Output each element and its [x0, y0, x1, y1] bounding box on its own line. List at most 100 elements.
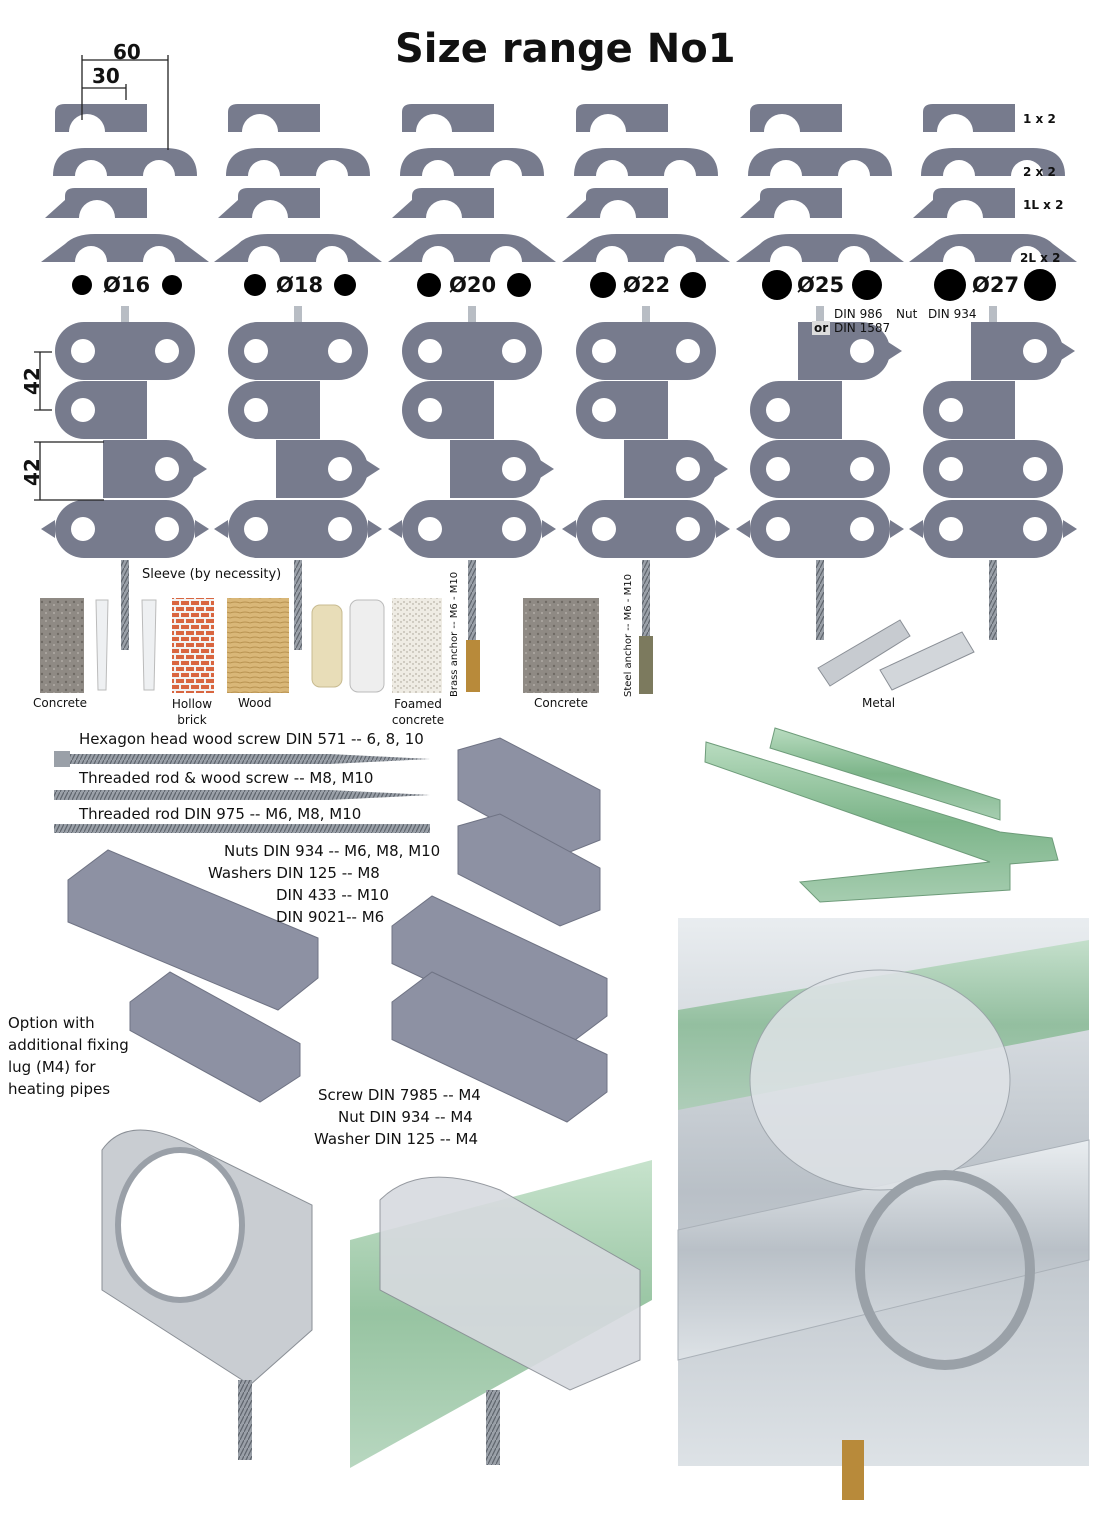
clamp-bore: [328, 517, 352, 541]
single-clamp-bore: [115, 1147, 245, 1303]
clamp-bore: [676, 339, 700, 363]
clamp-3d-part: [67, 849, 319, 1011]
clamp-bore: [328, 339, 352, 363]
hex-head: [54, 751, 70, 767]
threaded-rod: [468, 560, 476, 650]
material-concrete-2: Concrete: [534, 696, 589, 710]
m4-screw-label: Screw DIN 7985 -- M4: [318, 1086, 481, 1104]
clamp-block-double: [576, 500, 716, 558]
nut-label: Nut: [896, 307, 918, 321]
diameter-markers: [72, 269, 1056, 301]
clamp-profiles: [41, 104, 1077, 262]
clamp-bore: [71, 398, 95, 422]
page-title: Size range No1: [395, 26, 736, 72]
clamp-profile-2x2: [400, 148, 544, 176]
clamp-profile-1lx2: [913, 188, 1015, 218]
threaded-rod: [989, 560, 997, 640]
swatch-wood: [227, 598, 289, 693]
option-note: Option with additional fixing lug (M4) f…: [8, 1014, 129, 1098]
double-clamp-rod: [486, 1390, 500, 1465]
clamp-bore: [244, 517, 268, 541]
diameter-25: Ø25: [797, 273, 845, 297]
clamp-block-double: [55, 322, 195, 380]
clamp-bore: [418, 517, 442, 541]
dimension-lines: [81, 55, 169, 150]
clamp-profile-2x2: [748, 148, 892, 176]
material-metal: Metal: [862, 696, 896, 710]
diameter-27: Ø27: [972, 273, 1020, 297]
material-foamed-concrete: Foamed concrete: [391, 697, 445, 727]
clamp-bore: [850, 457, 874, 481]
clamp-profile-2lx2: [736, 234, 904, 262]
row-label-1x2: 1 x 2: [1023, 112, 1056, 126]
nuts-label: Nuts DIN 934 -- M6, M8, M10: [224, 842, 441, 860]
dimension-30: 30: [92, 64, 120, 88]
clamp-bore: [939, 517, 963, 541]
clamp-profile-2lx2: [214, 234, 382, 262]
clamp-bore: [676, 517, 700, 541]
threaded-rod: [642, 560, 650, 650]
clamp-profile-1x2: [750, 104, 842, 132]
clamp-profile-1lx2: [740, 188, 842, 218]
clamp-profile-2lx2: [909, 234, 1077, 262]
row-label-2x2: 2 x 2: [1023, 165, 1056, 179]
clamp-profile-1lx2: [45, 188, 147, 218]
clamp-block-double: [750, 500, 890, 558]
clamp-bore: [939, 398, 963, 422]
clamp-bore: [502, 339, 526, 363]
swatch-concrete-2: [523, 598, 599, 693]
clamp-profile-2lx2: [388, 234, 556, 262]
clamp-block-double: [923, 440, 1063, 498]
clamp-bore: [850, 517, 874, 541]
clamp-bore: [418, 339, 442, 363]
clamp-lug: [366, 460, 380, 478]
clamp-block-single-right: [798, 322, 890, 380]
clamp-block-single-right: [624, 440, 716, 498]
clamp-3d-part: [129, 971, 301, 1103]
clamp-bore: [1023, 517, 1047, 541]
clamp-3d-part: [391, 971, 608, 1123]
clamp-block-single-left: [576, 381, 668, 439]
swatch-foamed-concrete: [392, 598, 442, 693]
clamp-bore: [244, 398, 268, 422]
pipe-assembly-green-2: [769, 727, 1001, 821]
metal-rail: [817, 619, 911, 687]
diameter-dot: [162, 275, 182, 295]
diameter-dot: [334, 274, 356, 296]
clamp-block-double: [750, 440, 890, 498]
clamp-bore: [502, 457, 526, 481]
clamp-block-double: [923, 500, 1063, 558]
m4-nut-label: Nut DIN 934 -- M4: [338, 1108, 473, 1126]
single-clamp-rod: [238, 1380, 252, 1460]
sleeve-label: Sleeve (by necessity): [142, 567, 282, 582]
clamp-block-double: [576, 322, 716, 380]
clamp-lug: [193, 460, 207, 478]
dimension-42-a: 42: [20, 367, 44, 395]
clamp-bore: [592, 398, 616, 422]
washers-label-1: Washers DIN 125 -- M8: [208, 864, 380, 882]
clamp-block-single-left: [55, 381, 147, 439]
diameter-dot: [762, 270, 792, 300]
clamp-block-stacks: [41, 306, 1077, 650]
diameter-dot: [590, 272, 616, 298]
clamp-bore: [766, 517, 790, 541]
clamp-bore: [592, 339, 616, 363]
clamp-3d-bottom: [457, 813, 601, 927]
clamp-block-single-right: [971, 322, 1063, 380]
stud-top: [121, 306, 129, 322]
clamp-profile-1lx2: [392, 188, 494, 218]
double-clamp-render: [379, 1176, 641, 1391]
clamp-3d-top: [457, 737, 601, 857]
clamp-profile-1x2: [55, 104, 147, 132]
washers-label-3: DIN 9021-- M6: [276, 908, 385, 926]
clamp-block-single-right: [103, 440, 195, 498]
row-label-1lx2: 1L x 2: [1023, 198, 1064, 212]
threaded-rod-wood-screw: [54, 790, 430, 800]
washers-label-2: DIN 433 -- M10: [276, 886, 389, 904]
diameter-dot: [934, 269, 966, 301]
threaded-rod: [294, 560, 302, 650]
dimension-60: 60: [113, 40, 141, 64]
nut-din-934: DIN 934: [928, 307, 977, 321]
nut-din-1587: DIN 1587: [834, 321, 891, 335]
